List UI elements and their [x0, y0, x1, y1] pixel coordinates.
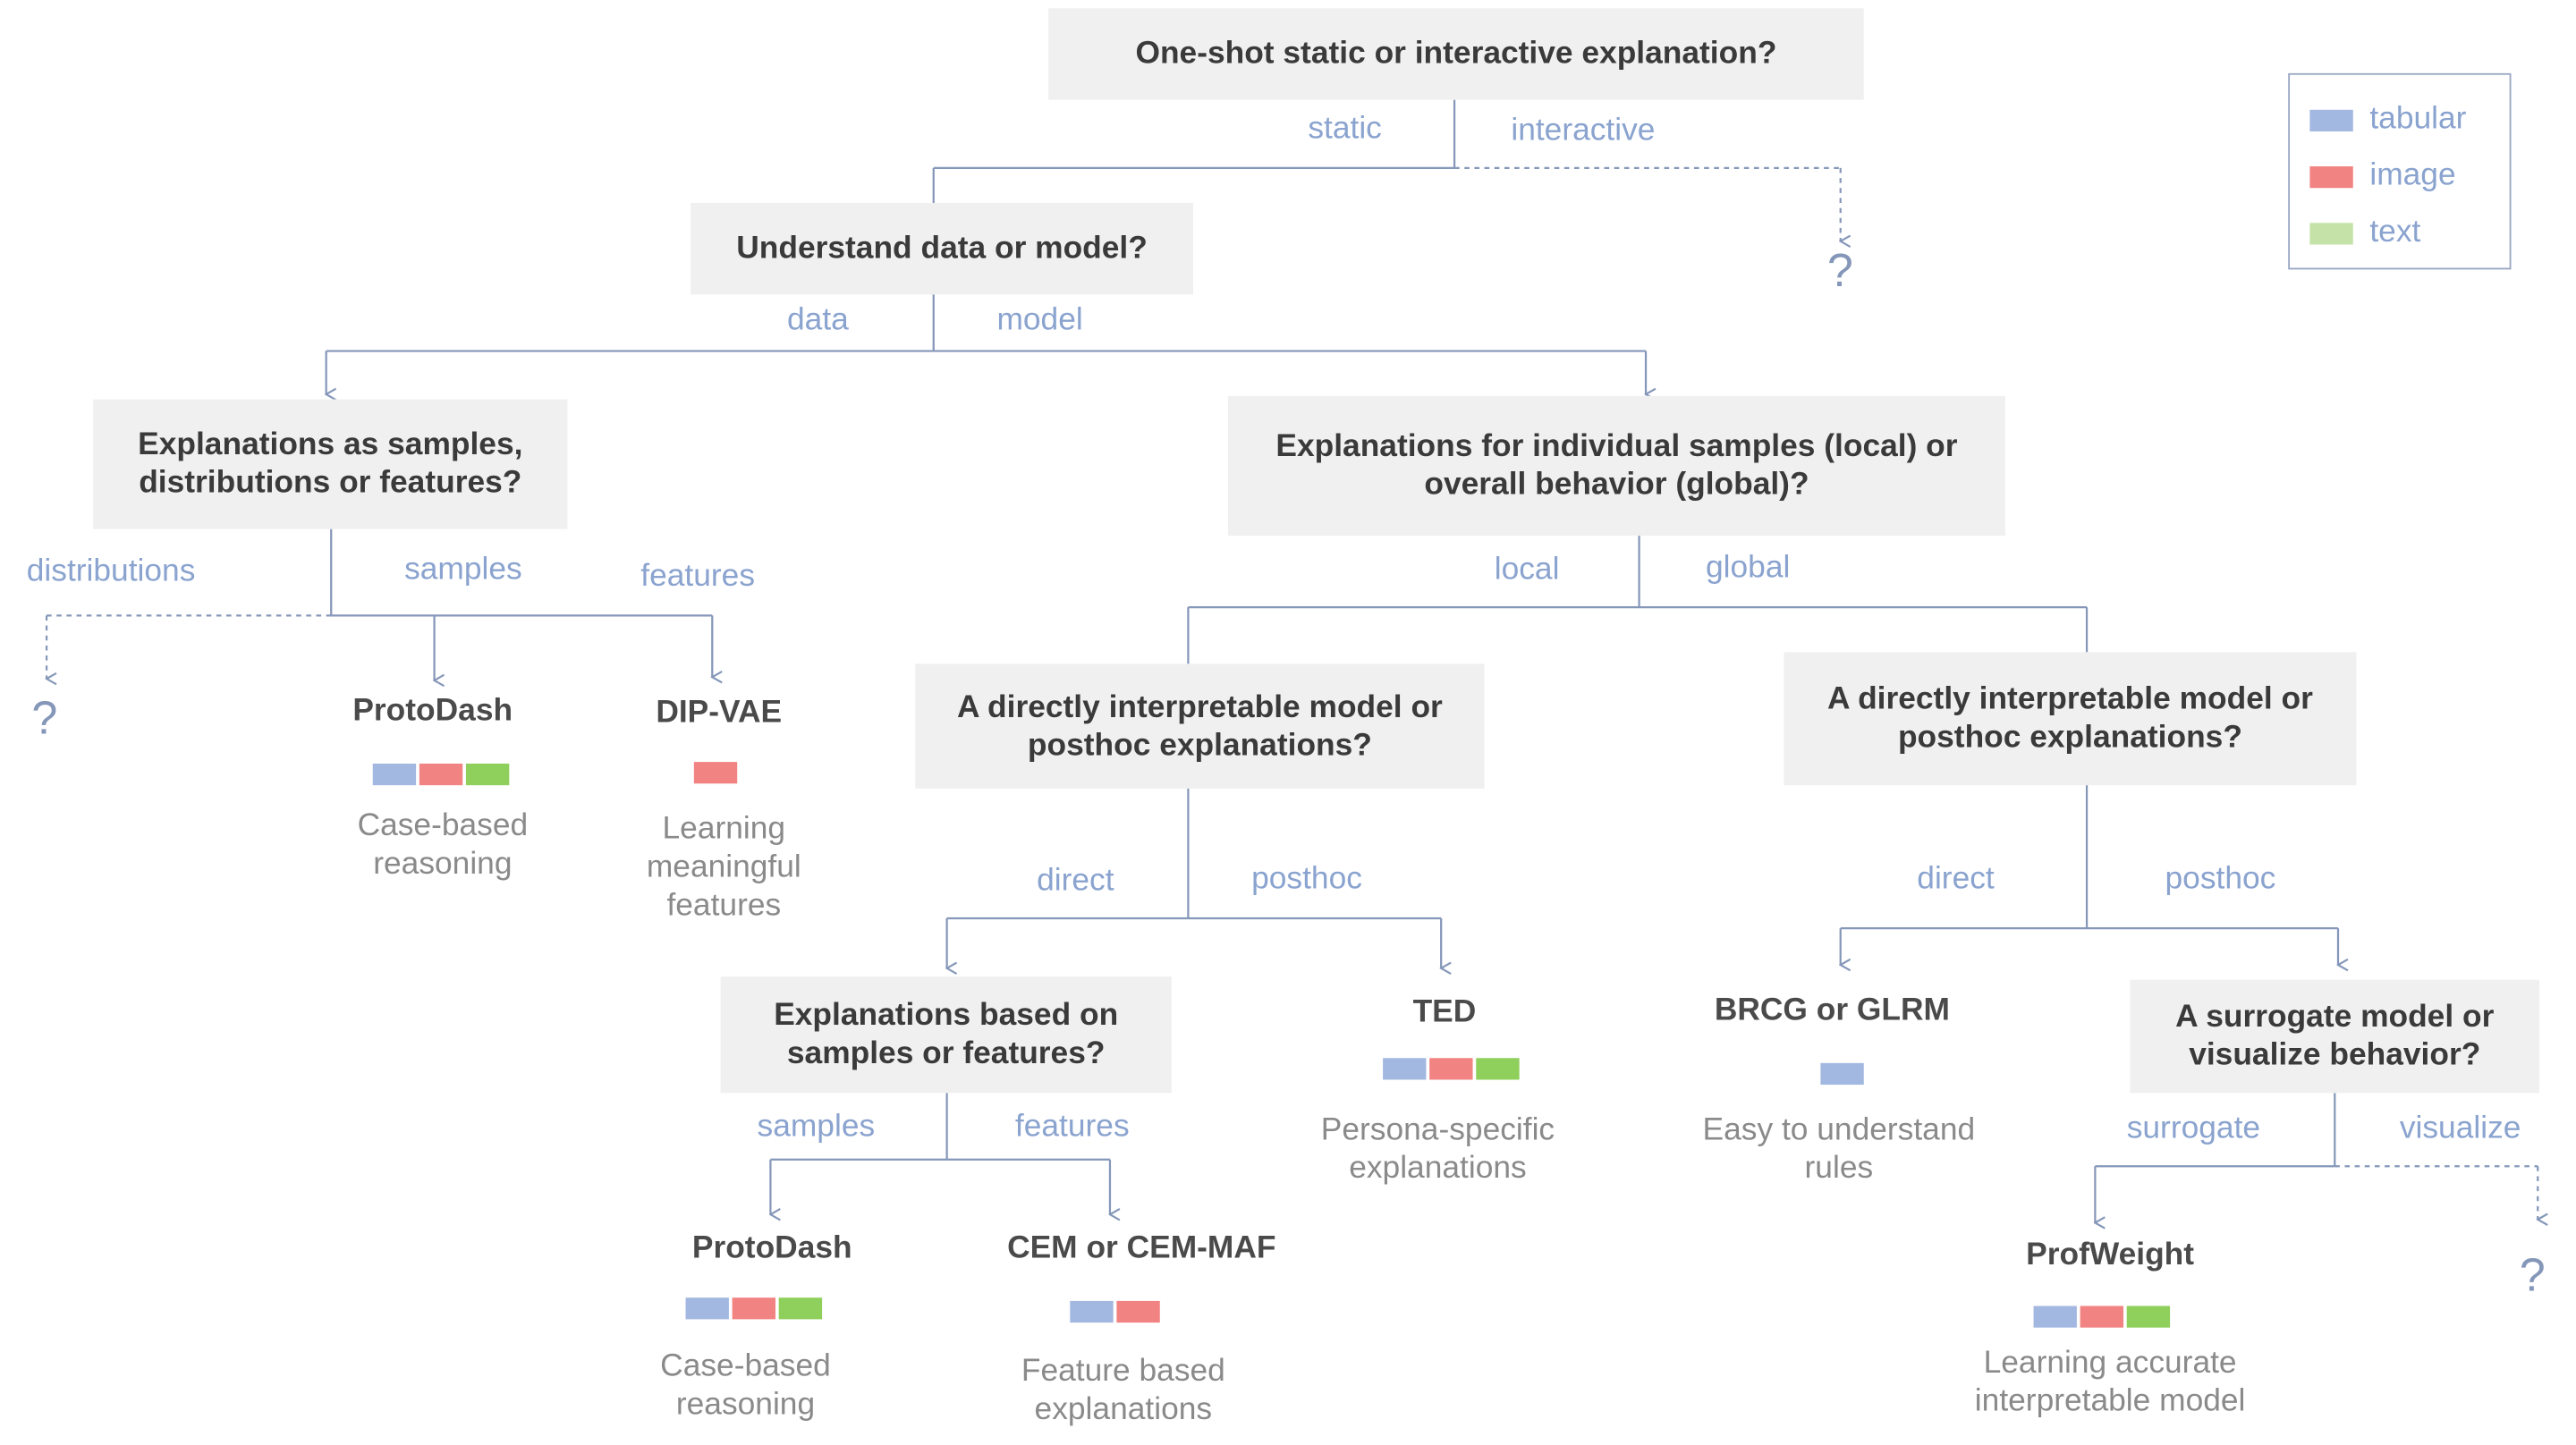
- question-static-or-interactive: One-shot static or interactive explanati…: [1048, 8, 1864, 100]
- leaf-cem-description: Feature based explanations: [1021, 1354, 1225, 1428]
- legend-item-image: image: [2309, 157, 2456, 195]
- leaf-ted-modalities: [1383, 1058, 1520, 1080]
- legend-label-image: image: [2369, 157, 2456, 193]
- leaf-profweight-modalities: [2033, 1306, 2171, 1328]
- leaf-cem-name: CEM or CEM-MAF: [1007, 1230, 1276, 1266]
- leaf-profweight-name: ProfWeight: [2026, 1238, 2195, 1273]
- leaf-cem-modalities: [1070, 1300, 1160, 1323]
- leaf-protodash-data-description: Case-based reasoning: [357, 808, 529, 883]
- question-direct-or-posthoc-local: A directly interpretable model or postho…: [915, 663, 1485, 789]
- modality-swatch-text: [2126, 1306, 2171, 1328]
- modality-swatch-text: [1476, 1058, 1520, 1080]
- leaf-ted-name: TED: [1412, 994, 1477, 1030]
- modality-swatch-tabular: [685, 1297, 729, 1320]
- leaf-profweight-description: Learning accurate interpretable model: [1974, 1346, 2246, 1420]
- edge-label-distributions: distributions: [26, 553, 196, 589]
- legend-swatch-image: [2309, 165, 2353, 188]
- leaf-protodash-model-name: ProtoDash: [691, 1230, 852, 1266]
- unknown-visualize-marker: ?: [2519, 1249, 2546, 1301]
- question-local-or-global: Explanations for individual samples (loc…: [1228, 395, 2005, 537]
- leaf-protodash-model-description: Case-based reasoning: [660, 1348, 831, 1423]
- edge-label-visualize: visualize: [2399, 1111, 2521, 1146]
- question-data-or-model: Understand data or model?: [691, 202, 1193, 295]
- leaf-brcg-glrm-description: Easy to understand rules: [1702, 1112, 1976, 1187]
- question-samples-distributions-features: Explanations as samples, distributions o…: [93, 399, 568, 529]
- edge-label-data: data: [787, 302, 849, 338]
- leaf-dip-vae-description: Learning meaningful features: [646, 811, 801, 924]
- edge-label-direct-local: direct: [1037, 863, 1114, 899]
- edge-label-local: local: [1494, 552, 1560, 587]
- edge-label-static: static: [1308, 111, 1382, 147]
- leaf-dip-vae-modalities: [693, 762, 738, 784]
- edge-label-global: global: [1706, 550, 1791, 586]
- legend-swatch-text: [2309, 222, 2353, 244]
- modality-swatch-image: [693, 762, 738, 784]
- question-samples-or-features: Explanations based on samples or feature…: [720, 976, 1172, 1094]
- leaf-dip-vae-name: DIP-VAE: [656, 695, 783, 731]
- legend-label-text: text: [2369, 215, 2421, 250]
- edge-label-model: model: [996, 302, 1083, 338]
- modality-swatch-tabular: [372, 763, 417, 786]
- modality-swatch-tabular: [1820, 1062, 1864, 1086]
- edge-label-samples-2: samples: [757, 1109, 876, 1145]
- edge-label-features-2: features: [1014, 1109, 1130, 1145]
- edge-label-posthoc-local: posthoc: [1251, 861, 1362, 897]
- unknown-interactive-marker: ?: [1826, 244, 1853, 297]
- edge-label-interactive: interactive: [1511, 113, 1656, 148]
- leaf-brcg-glrm-modalities: [1820, 1062, 1864, 1086]
- edge-label-features: features: [640, 559, 756, 595]
- leaf-ted-description: Persona-specific explanations: [1320, 1112, 1555, 1187]
- modality-swatch-text: [778, 1297, 823, 1320]
- leaf-protodash-data-modalities: [372, 763, 510, 786]
- modality-swatch-tabular: [1070, 1300, 1114, 1323]
- edge-label-posthoc-global: posthoc: [2165, 861, 2276, 897]
- leaf-protodash-model-modalities: [685, 1297, 823, 1320]
- question-direct-or-posthoc-global: A directly interpretable model or postho…: [1784, 652, 2357, 786]
- modality-swatch-image: [732, 1297, 775, 1320]
- leaf-brcg-glrm-name: BRCG or GLRM: [1714, 993, 1950, 1028]
- modality-swatch-tabular: [1383, 1058, 1427, 1080]
- edge-label-samples: samples: [404, 552, 522, 587]
- leaf-protodash-data-name: ProtoDash: [352, 693, 513, 729]
- modality-swatch-text: [465, 763, 510, 786]
- modality-legend: tabular image text: [2288, 72, 2512, 270]
- modality-swatch-image: [1429, 1058, 1473, 1080]
- edge-label-surrogate: surrogate: [2126, 1111, 2261, 1146]
- legend-label-tabular: tabular: [2369, 101, 2467, 137]
- edge-label-direct-global: direct: [1917, 861, 1995, 897]
- modality-swatch-image: [1116, 1300, 1160, 1323]
- question-surrogate-or-visualize: A surrogate model or visualize behavior?: [2130, 979, 2540, 1094]
- unknown-distributions-marker: ?: [31, 691, 58, 744]
- modality-swatch-tabular: [2033, 1306, 2077, 1328]
- modality-swatch-image: [2080, 1306, 2123, 1328]
- legend-swatch-tabular: [2309, 108, 2353, 131]
- legend-item-tabular: tabular: [2309, 101, 2466, 138]
- modality-swatch-image: [419, 763, 463, 786]
- legend-item-text: text: [2309, 215, 2420, 251]
